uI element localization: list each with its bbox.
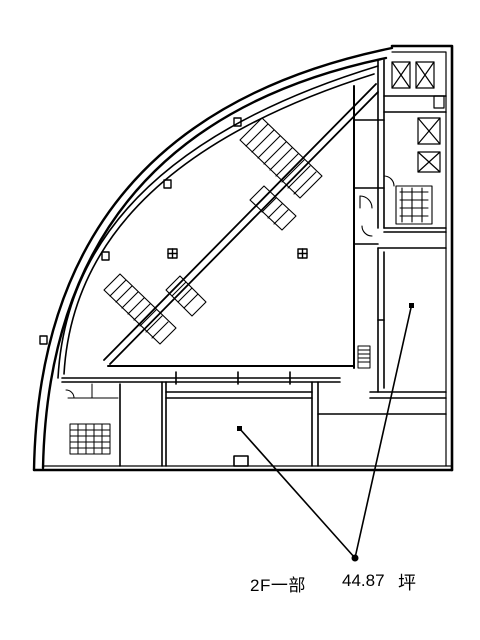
curved-columns — [39, 117, 242, 345]
leader-end-dot — [351, 554, 359, 562]
upper-stair — [239, 117, 323, 231]
area-unit: 坪 — [398, 573, 416, 593]
outer-facade — [32, 46, 394, 472]
bottom-left-stair — [65, 383, 119, 455]
inner-facade — [57, 65, 379, 379]
outer-right-wall-inner — [391, 51, 447, 467]
right-rental-zone — [369, 247, 447, 399]
elevator-shafts — [391, 61, 445, 173]
office-columns — [167, 248, 308, 259]
bottom-rooms — [61, 371, 447, 467]
core-stair — [357, 345, 371, 369]
toilet-rooms — [359, 175, 433, 237]
core-area — [353, 59, 447, 245]
diagonal-office-wall — [103, 83, 379, 365]
area-caption: 2F一部 44.87 坪 — [238, 568, 468, 595]
lower-stair — [103, 273, 207, 345]
outer-right-wall — [390, 44, 454, 472]
area-value: 44.87 — [342, 571, 385, 590]
floor-label: 2F一部 — [250, 576, 306, 595]
leader-lines — [238, 304, 413, 559]
